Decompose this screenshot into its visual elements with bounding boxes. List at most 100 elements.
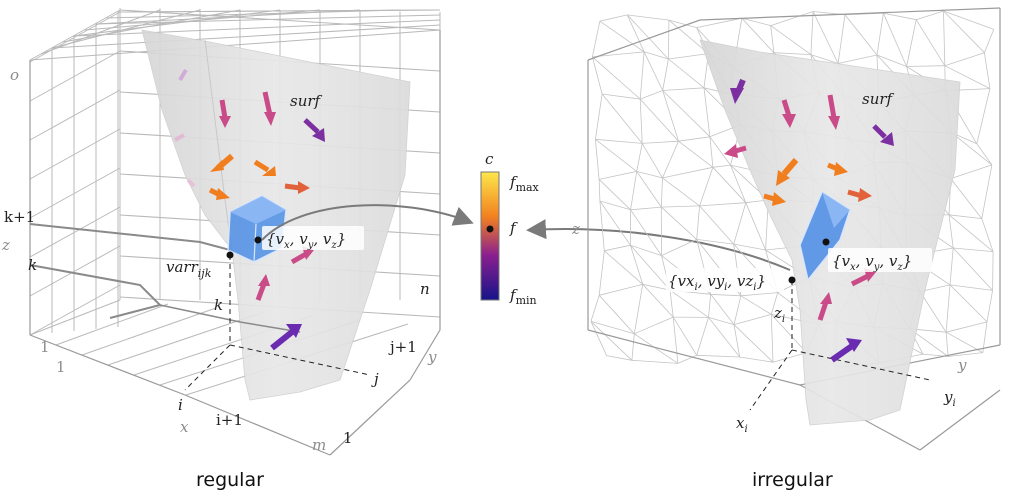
mesh-edge bbox=[662, 166, 713, 179]
colorbar: c fmax f fmin bbox=[480, 150, 540, 307]
grid-line bbox=[106, 9, 401, 19]
mesh-edge bbox=[668, 20, 670, 60]
mesh-edge bbox=[916, 10, 944, 21]
mesh-edge bbox=[710, 294, 735, 325]
mesh-edge bbox=[708, 317, 741, 358]
mesh-edge bbox=[741, 17, 771, 26]
mesh-edge bbox=[669, 289, 709, 318]
mesh-edge bbox=[678, 140, 714, 168]
label-z-regular: z bbox=[1, 236, 10, 254]
mesh-edge bbox=[733, 314, 772, 325]
mesh-edge bbox=[948, 214, 954, 249]
label-z-irregular: z bbox=[571, 220, 580, 238]
mesh-edge bbox=[696, 317, 709, 356]
label-n: n bbox=[420, 280, 430, 298]
mesh-edge bbox=[876, 54, 907, 67]
svg-text:{vxi, vyi, vzi}: {vxi, vyi, vzi} bbox=[668, 272, 766, 293]
mesh-edge bbox=[919, 291, 947, 333]
mesh-edge bbox=[590, 321, 633, 361]
mesh-edge bbox=[599, 283, 643, 296]
vec-arrow bbox=[847, 188, 872, 202]
mesh-edge bbox=[643, 51, 664, 91]
mesh-edge bbox=[770, 25, 812, 55]
grid-line bbox=[29, 206, 121, 258]
mesh-edge bbox=[981, 218, 994, 252]
mesh-edge bbox=[677, 354, 697, 364]
mesh-edge bbox=[634, 333, 679, 364]
mesh-edge bbox=[590, 295, 600, 322]
mesh-edge bbox=[590, 321, 635, 335]
mesh-edge bbox=[662, 141, 679, 179]
mesh-edge bbox=[745, 202, 766, 251]
vec-arrow bbox=[827, 162, 848, 176]
mesh-edge bbox=[606, 355, 632, 361]
mesh-edge bbox=[945, 332, 949, 357]
mesh-edge bbox=[943, 10, 985, 53]
mesh-edge bbox=[982, 321, 988, 353]
mesh-edge bbox=[770, 25, 775, 53]
label-m: m bbox=[312, 436, 326, 454]
grid-line bbox=[29, 167, 121, 219]
vec-arrow bbox=[284, 181, 310, 194]
grid-line bbox=[51, 24, 441, 49]
mesh-edge bbox=[733, 295, 742, 325]
grid-line bbox=[55, 303, 169, 346]
vec-arrow bbox=[827, 94, 840, 130]
label-yi: yi bbox=[943, 388, 956, 409]
mesh-edge bbox=[661, 206, 697, 240]
mesh-edge bbox=[710, 293, 741, 297]
mesh-edge bbox=[643, 51, 669, 60]
mesh-edge bbox=[733, 324, 774, 363]
mesh-edge bbox=[703, 87, 711, 137]
mesh-edge bbox=[740, 295, 772, 315]
mesh-edge bbox=[696, 239, 734, 245]
irregular-cell-center bbox=[822, 238, 830, 246]
grid-line bbox=[29, 29, 441, 61]
vec-arrow bbox=[730, 78, 746, 104]
mesh-edge bbox=[949, 284, 993, 291]
mesh-edge bbox=[948, 352, 983, 357]
mesh-edge bbox=[668, 19, 709, 54]
mesh-edge bbox=[636, 143, 643, 172]
mesh-edge bbox=[981, 164, 993, 219]
mesh-edge bbox=[630, 206, 662, 211]
mesh-edge bbox=[598, 179, 631, 211]
mesh-edge bbox=[668, 19, 697, 28]
mesh-edge bbox=[696, 205, 700, 240]
plane-j-line bbox=[159, 304, 301, 333]
irregular-vector-label: {vx, vy, vz} bbox=[828, 248, 932, 273]
mesh-edge bbox=[598, 250, 605, 296]
mesh-edge bbox=[770, 292, 779, 315]
mesh-edge bbox=[837, 14, 846, 64]
caption-irregular: irregular bbox=[752, 469, 833, 491]
mesh-edge bbox=[598, 179, 601, 202]
mesh-edge bbox=[712, 167, 747, 203]
grid-line bbox=[119, 9, 441, 31]
vec-arrow bbox=[763, 192, 786, 206]
mesh-edge bbox=[640, 90, 663, 100]
regular-cell-center bbox=[254, 236, 262, 244]
mesh-edge bbox=[944, 52, 985, 67]
mesh-edge bbox=[771, 314, 807, 353]
grid-line bbox=[29, 299, 121, 336]
mesh-edge bbox=[696, 354, 740, 358]
label-one-y: 1 bbox=[343, 429, 353, 447]
regular-vector-field bbox=[174, 68, 325, 351]
grid-line bbox=[29, 89, 121, 141]
vec-arrow bbox=[186, 178, 196, 188]
label-j: j bbox=[371, 370, 379, 388]
label-x-regular: x bbox=[180, 418, 189, 436]
irregular-dashed-guides bbox=[749, 280, 931, 411]
mesh-edge bbox=[773, 52, 811, 55]
vec-arrow bbox=[776, 158, 799, 186]
label-varr: varrijk bbox=[166, 258, 212, 280]
irregular-mesh bbox=[590, 10, 995, 368]
mesh-edge bbox=[633, 284, 644, 334]
mesh-edge bbox=[943, 10, 946, 66]
grid-line bbox=[29, 11, 121, 63]
mesh-edge bbox=[669, 290, 674, 318]
vec-arrow bbox=[253, 159, 276, 176]
colorbar-title: c bbox=[485, 150, 494, 168]
mesh-edge bbox=[984, 29, 995, 53]
mesh-edge bbox=[630, 244, 671, 291]
